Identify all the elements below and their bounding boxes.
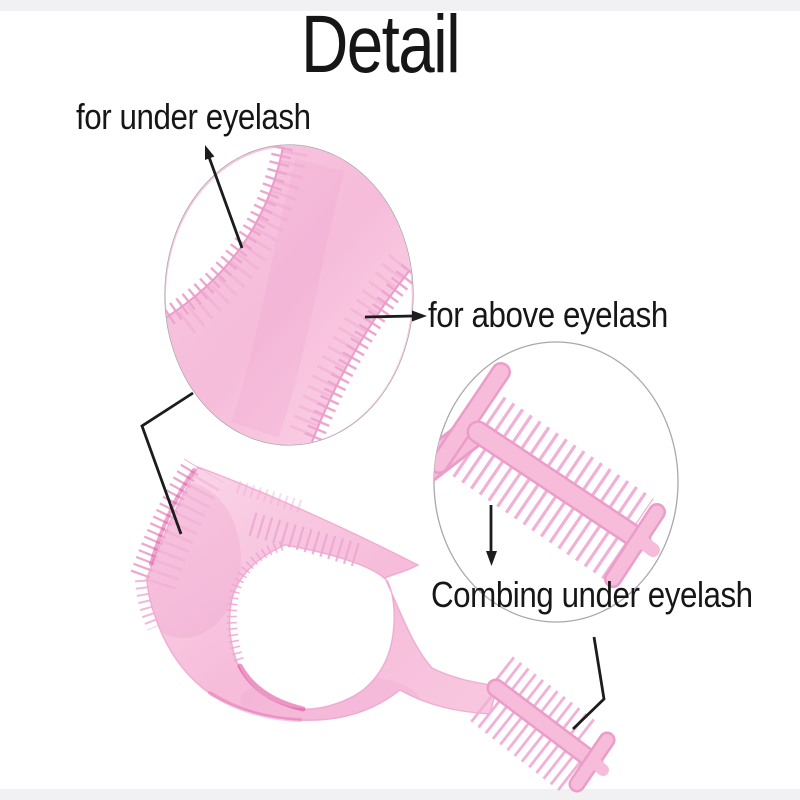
zoom-circle-under-above (164, 144, 414, 446)
above-edge-inner-streaks (289, 253, 411, 437)
page-edge-strip-top (0, 0, 800, 11)
white-lens-upper-left (165, 147, 283, 317)
zoomed-comb-view (434, 362, 666, 588)
page-title: Detail (300, 0, 461, 90)
comb-shaft (469, 423, 649, 549)
above-serrated-edge (311, 269, 411, 443)
comb-lower-teeth (452, 436, 638, 584)
leader-line-circle-to-comb (572, 636, 606, 731)
comb-tip-nub (633, 533, 660, 557)
ring-magenta-accent (237, 663, 306, 712)
ring-bottom-shading (240, 674, 420, 721)
arrow-down-icon (486, 505, 497, 566)
band-soft-shading (231, 158, 345, 438)
label-for-above-eyelash: for above eyelash (428, 294, 668, 335)
comb-end-cap-right (606, 505, 664, 586)
arrow-up-left-icon (205, 145, 244, 249)
page-edge-strip-bottom (0, 789, 800, 800)
zoomed-under-above-view (165, 145, 413, 445)
opening-inner-teeth (226, 540, 286, 662)
crescent-serrated-teeth (130, 458, 202, 579)
tool-comb-tip (470, 656, 616, 795)
leader-line-circle-to-tool (140, 391, 194, 535)
bottom-magenta-accent (208, 691, 302, 722)
comb-upper-teeth (480, 396, 654, 534)
crescent-inner-streaks (144, 465, 224, 590)
tool-comb-nub (588, 756, 609, 776)
tool-comb-shaft (489, 681, 601, 769)
label-combing-under-eyelash: Combing under eyelash (431, 574, 753, 615)
crescent-magenta-accent (149, 468, 196, 566)
arrow-right-icon (364, 310, 427, 322)
tool-comb-lower-teeth (470, 691, 588, 795)
label-for-under-eyelash: for under eyelash (76, 96, 311, 137)
tool-body (146, 466, 498, 721)
under-serrated-edge (166, 146, 284, 318)
comb-end-cap-left (434, 364, 509, 472)
